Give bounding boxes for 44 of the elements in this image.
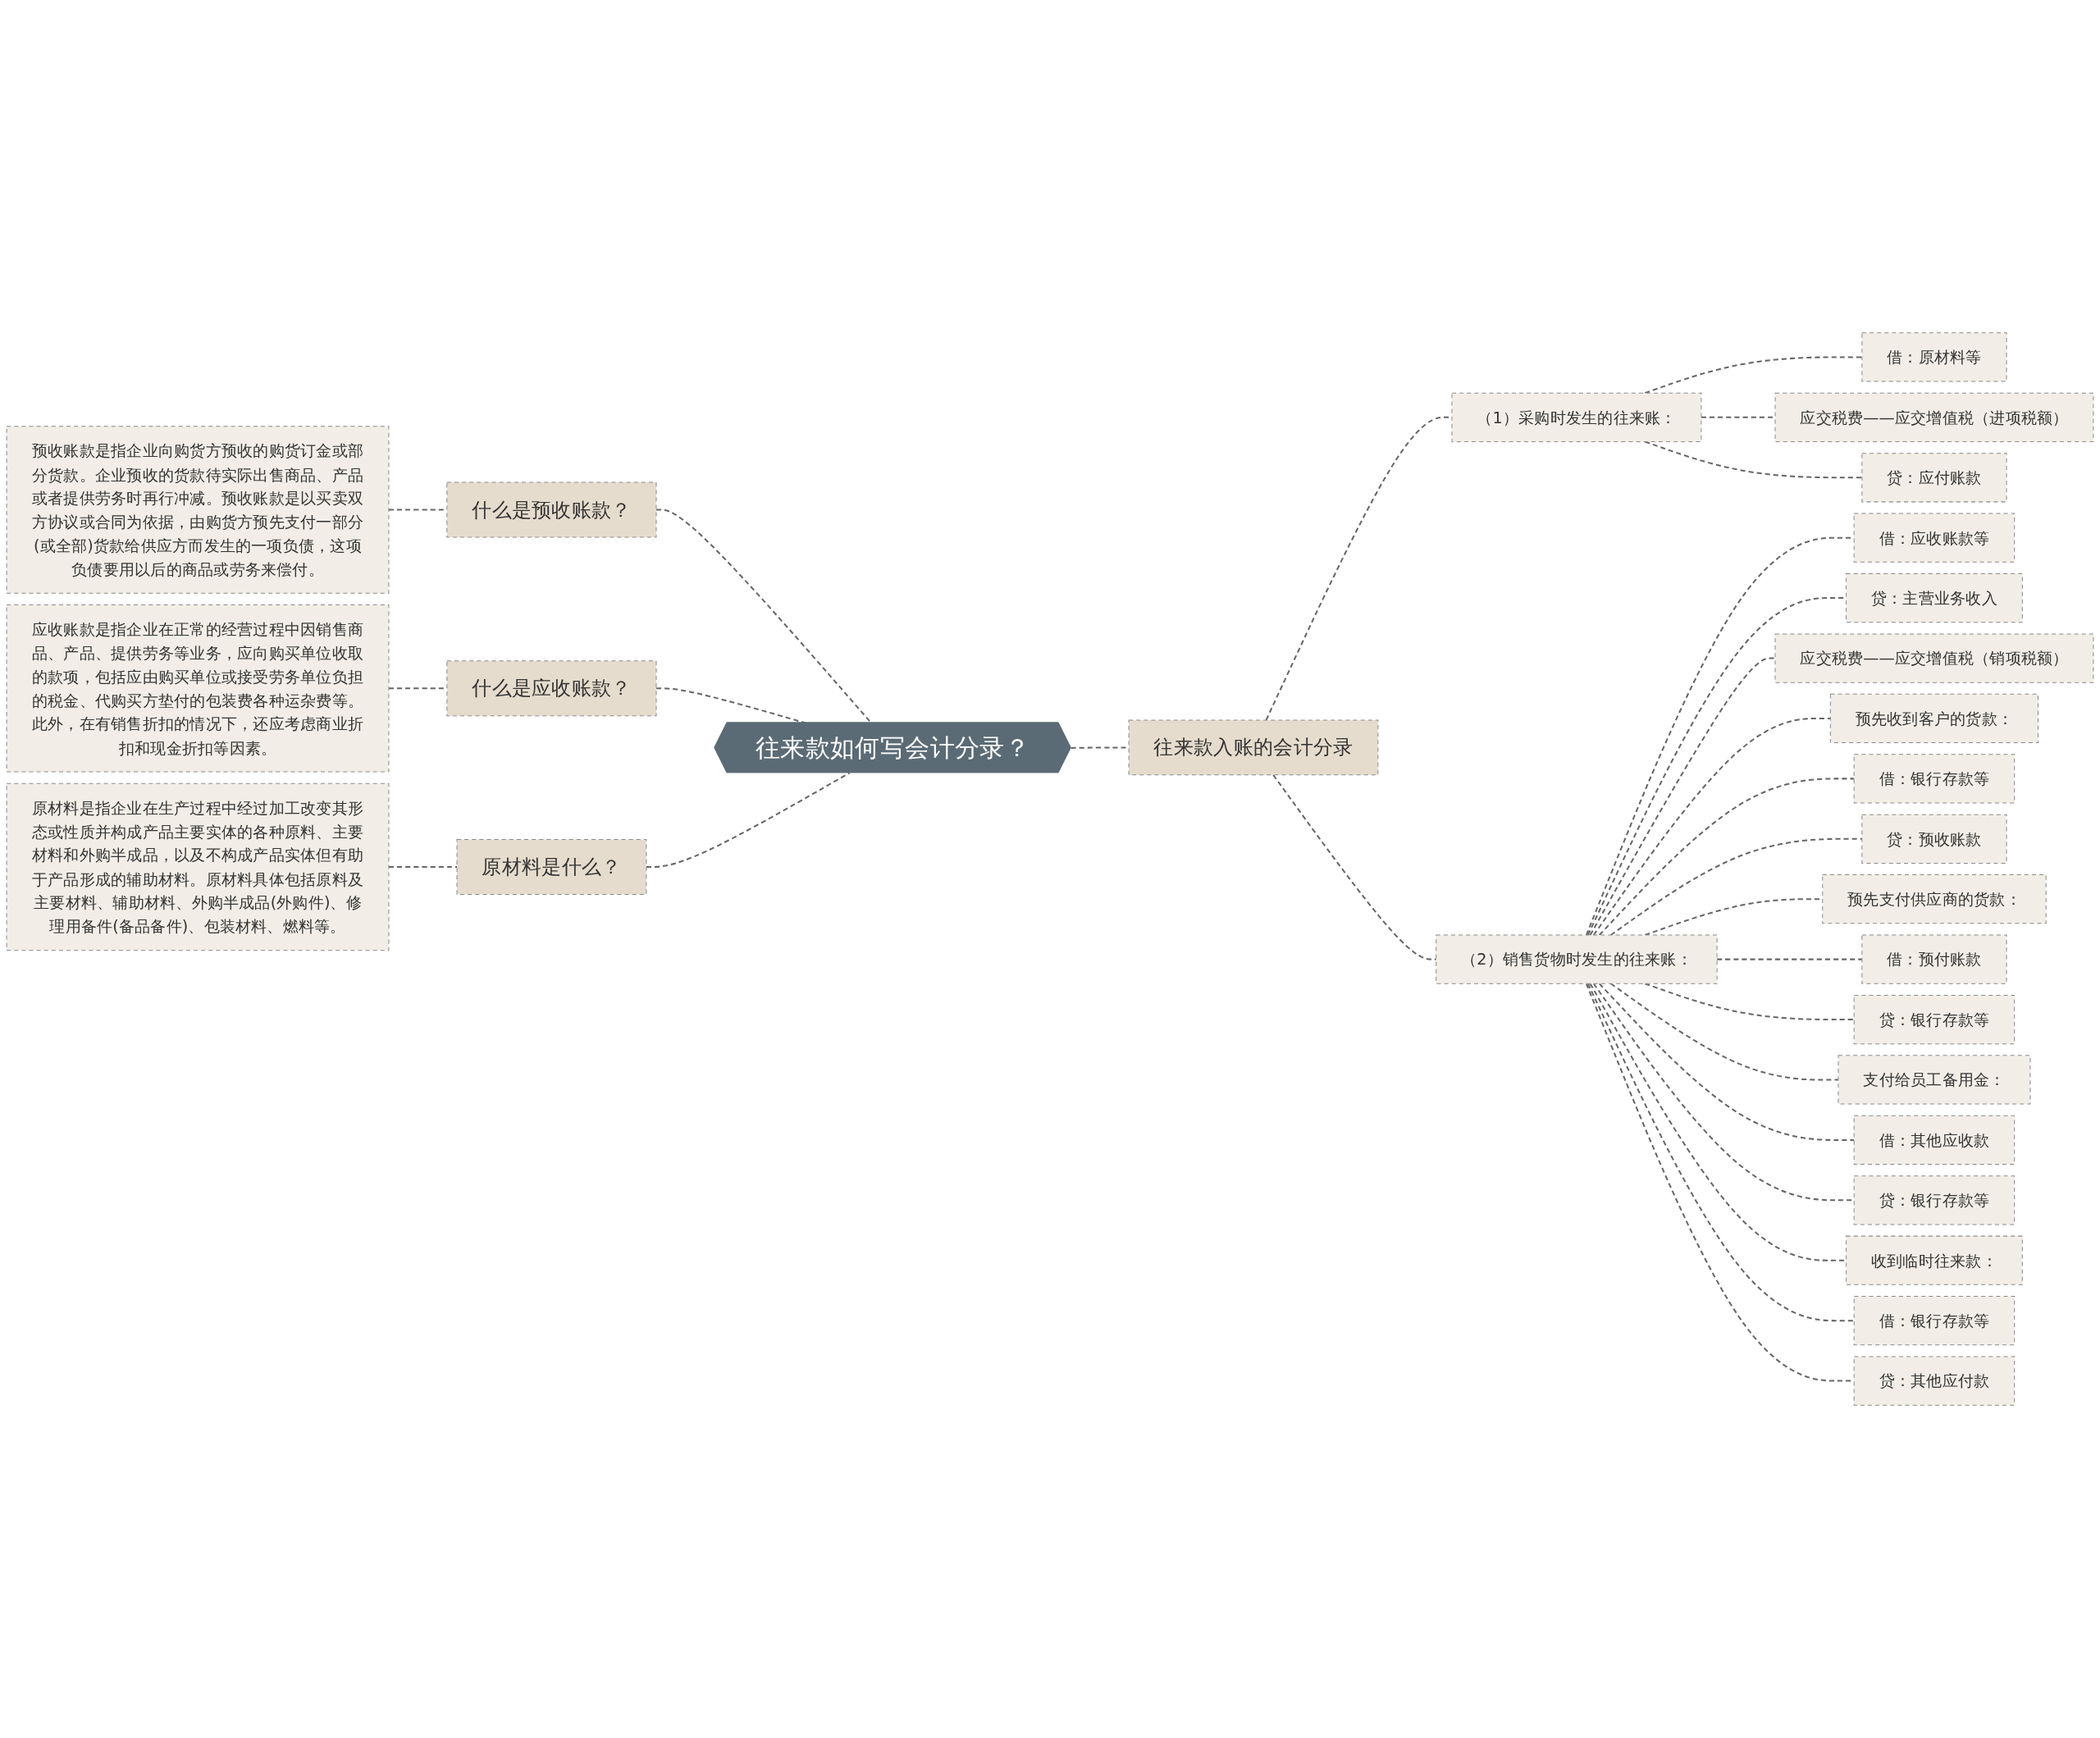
node-box: 贷：其他应付款	[1853, 1356, 2016, 1406]
node-box: 贷：应付账款	[1861, 453, 2007, 503]
connector	[1717, 958, 1862, 960]
node-box: 借：原材料等	[1861, 332, 2007, 382]
connector	[1644, 440, 1862, 479]
connector	[1586, 983, 1855, 1322]
node-box: 原材料是指企业在生产过程中经过加工改变其形态或性质并构成产品主要实体的各种原料、主要材料和外购半成品，以及不构成产品实体但有助于产品形成的辅助材料。原材料具体包括原料及主要材料、辅助材料、外购半成品(外购件)、修理用备件(备品备件)、包装材料、燃料等。	[6, 782, 390, 951]
connector	[1599, 778, 1855, 936]
node-box: 贷：主营业务收入	[1846, 572, 2023, 623]
node-box: 预先收到客户的货款：	[1829, 693, 2039, 744]
connector	[656, 509, 872, 724]
node-box: 预先支付供应商的货款：	[1822, 874, 2047, 924]
connector	[1644, 983, 1855, 1021]
node-box: 支付给员工备用金：	[1838, 1055, 2031, 1105]
connector	[646, 772, 851, 868]
node-box: 预收账款是指企业向购货方预收的购货订金或部分货款。企业预收的货款待实际出售商品、产品或者提供劳务时再行冲减。预收账款是以买卖双方协议或合同为依据，由购货方预先支付一部分(或全部)货款给供应方而发生的一项负债，这项负债要用以后的商品或劳务来偿付。	[6, 426, 390, 594]
node-box: 应交税费——应交增值税（进项税额）	[1774, 392, 2094, 442]
node-box: 贷：预收账款	[1861, 814, 2007, 864]
node-box: 借：预付账款	[1861, 934, 2007, 984]
node-box: 往来款入账的会计分录	[1128, 719, 1379, 776]
connector	[1585, 983, 1855, 1382]
connector	[1589, 983, 1847, 1261]
connector	[388, 865, 457, 868]
connector	[1589, 657, 1776, 936]
node-box: 借：其他应收款	[1853, 1115, 2016, 1166]
node-box: （1）采购时发生的往来账：	[1451, 392, 1702, 442]
node-box: 贷：银行存款等	[1853, 994, 2016, 1045]
node-box: 借：银行存款等	[1853, 1296, 2016, 1346]
node-box: 应收账款是指企业在正常的经营过程中因销售商品、产品、提供劳务等业务，应向购买单位收取的款项，包括应由购买单位或接受劳务单位负担的税金、代购买方垫付的包装费各种运杂费等。此外，在有销售折扣的情况下，还应考虑商业折扣和现金折扣等因素。	[6, 604, 390, 773]
connector	[1610, 983, 1838, 1081]
node-box: 借：应收账款等	[1853, 513, 2016, 563]
connector	[1585, 536, 1855, 936]
connector	[1644, 356, 1862, 395]
connector	[1592, 983, 1855, 1202]
connector	[1592, 717, 1831, 936]
node-box: （2）销售货物时发生的往来账：	[1436, 934, 1718, 984]
connector	[1599, 983, 1855, 1141]
node-box: 原材料是什么？	[456, 839, 647, 895]
node-box: 什么是预收账款？	[446, 481, 657, 538]
node-box: 应交税费——应交增值税（销项税额）	[1774, 633, 2094, 683]
node-box: 什么是应收账款？	[446, 660, 657, 717]
node-box: 收到临时往来款：	[1846, 1235, 2023, 1285]
node-box: 借：银行存款等	[1853, 754, 2016, 804]
node-box: 贷：银行存款等	[1853, 1175, 2016, 1225]
